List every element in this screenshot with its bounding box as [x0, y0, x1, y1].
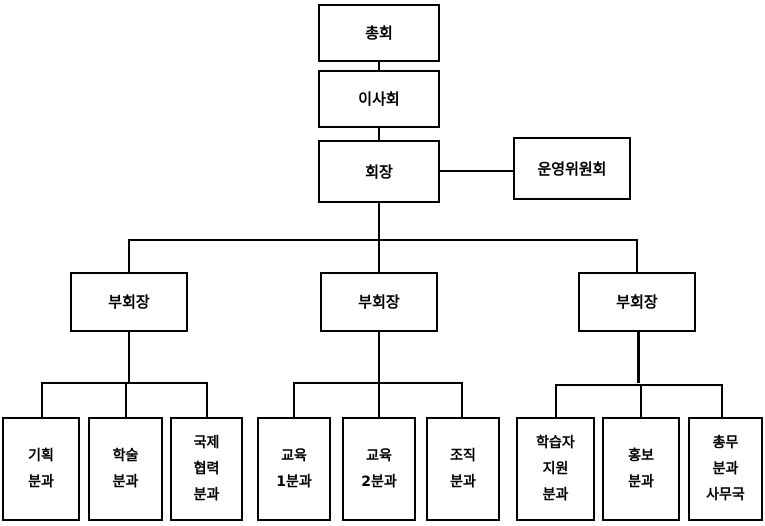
connector — [378, 62, 380, 70]
division-box: 교육 1분과 — [257, 417, 331, 521]
connector — [378, 239, 380, 272]
president-box: 회장 — [318, 140, 440, 203]
steering-committee-box: 운영위원회 — [513, 137, 631, 200]
connector — [378, 382, 380, 417]
division-box: 학술 분과 — [88, 417, 163, 521]
board-of-directors-box: 이사회 — [318, 70, 440, 128]
vice-president-box: 부회장 — [320, 272, 438, 332]
division-box: 총무 분과 사무국 — [688, 417, 763, 521]
connector — [461, 382, 463, 417]
general-assembly-box: 총회 — [318, 4, 440, 62]
connector — [378, 128, 380, 140]
connector — [378, 203, 380, 241]
connector — [637, 332, 640, 383]
division-box: 학습자 지원 분과 — [516, 417, 595, 521]
connector — [555, 384, 557, 417]
connector — [640, 384, 642, 417]
connector — [125, 382, 127, 417]
connector — [128, 382, 206, 384]
connector — [128, 239, 638, 241]
connector — [41, 382, 43, 417]
division-box: 국제 협력 분과 — [170, 417, 243, 521]
connector — [721, 384, 723, 417]
division-box: 기획 분과 — [2, 417, 80, 521]
vice-president-box: 부회장 — [578, 272, 696, 332]
division-box: 조직 분과 — [426, 417, 500, 521]
connector — [636, 239, 638, 272]
connector — [128, 332, 130, 383]
connector — [555, 384, 723, 386]
connector — [440, 170, 513, 172]
vice-president-box: 부회장 — [70, 272, 188, 332]
connector — [293, 382, 295, 417]
connector — [206, 382, 208, 417]
division-box: 홍보 분과 — [602, 417, 680, 521]
division-box: 교육 2분과 — [342, 417, 416, 521]
connector — [378, 332, 380, 383]
connector — [128, 239, 130, 272]
connector — [41, 382, 144, 384]
